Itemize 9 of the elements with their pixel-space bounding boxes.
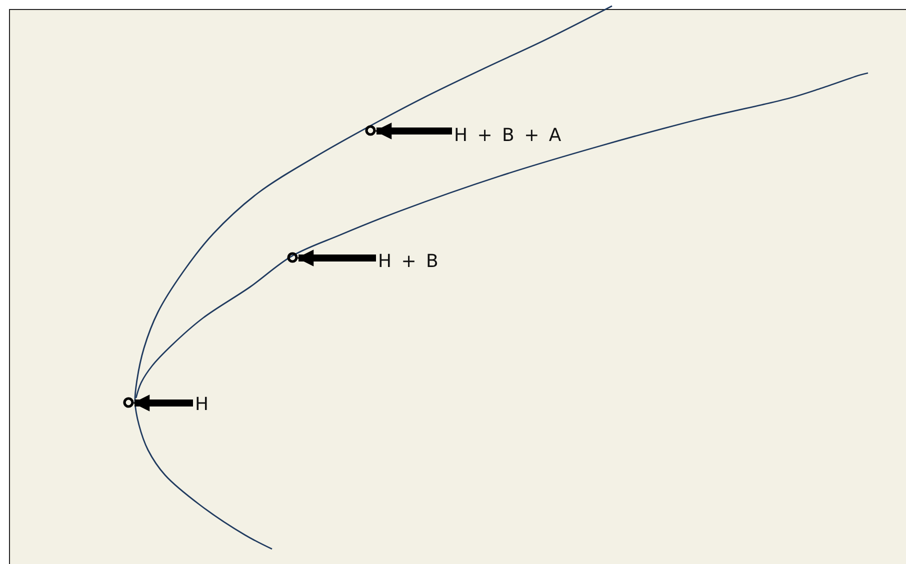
point-label: H + B + A [454,127,564,145]
point-label: H + B [378,253,440,271]
point-marker [364,124,376,136]
point-marker [122,396,134,408]
point-label: H [195,396,211,414]
arrow [374,122,452,140]
point-marker [286,252,298,262]
arrow [132,394,193,412]
arrow [296,250,376,266]
